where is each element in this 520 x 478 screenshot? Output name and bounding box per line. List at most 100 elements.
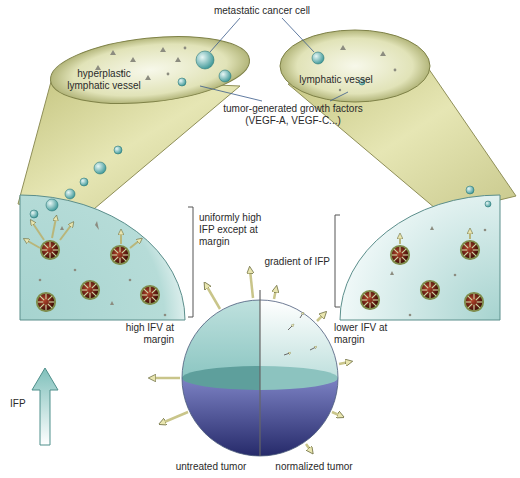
axis-label: IFP xyxy=(10,398,36,410)
growth-factor xyxy=(454,274,457,277)
tumor-sphere xyxy=(182,366,260,390)
flow-arrow xyxy=(152,270,349,451)
tumor-section-panel xyxy=(20,195,185,320)
leader-line xyxy=(282,18,314,52)
cancer-cell xyxy=(94,162,106,174)
flow-arrow xyxy=(274,289,276,299)
cancer-cell xyxy=(485,201,491,207)
flow-arrow xyxy=(310,347,316,350)
flow-arrow xyxy=(26,240,40,248)
blood-vessel xyxy=(421,281,439,299)
bracket-label: gradient of IFP xyxy=(262,256,330,268)
flow-arrow xyxy=(32,222,44,240)
leader-line xyxy=(210,18,240,52)
blood-vessel xyxy=(141,286,159,304)
flow-arrow xyxy=(339,362,349,364)
flow-arrow xyxy=(60,224,72,240)
growth-factor xyxy=(129,279,132,282)
growth-factor xyxy=(167,73,170,76)
bracket-label: uniformly high IFP except at margin xyxy=(199,212,279,248)
vessel-label: lymphatic vessel xyxy=(296,74,376,86)
cancer-cell xyxy=(46,199,58,211)
growth-factor xyxy=(409,314,412,317)
growth-factor xyxy=(60,226,64,230)
vessel-opening xyxy=(47,28,253,113)
growth-factor xyxy=(380,51,386,56)
tumor-sphere xyxy=(259,290,260,456)
margin-label: high IFV at margin xyxy=(116,322,174,346)
cancer-cell xyxy=(30,210,38,218)
growth-factor xyxy=(160,47,166,52)
cancer-cell xyxy=(178,78,186,86)
panel-caption: normalized tumor xyxy=(266,461,362,473)
leader-line xyxy=(330,92,348,101)
flow-arrow xyxy=(317,314,324,321)
callout-label: tumor-generated growth factors (VEGF-A, … xyxy=(218,103,368,127)
flow-arrow xyxy=(284,353,290,355)
cancer-cell xyxy=(30,51,491,218)
growth-factor xyxy=(110,301,114,305)
flow-arrow xyxy=(288,325,293,330)
growth-factor xyxy=(110,50,116,55)
leader-line xyxy=(200,18,348,101)
cancer-cell xyxy=(312,52,324,64)
flow-arrow xyxy=(399,236,401,244)
blood-vessel xyxy=(361,291,379,309)
growth-factor xyxy=(39,279,42,282)
vessel-opening xyxy=(47,28,430,113)
cancer-cell xyxy=(219,70,231,82)
flow-arrow xyxy=(130,240,140,248)
growth-factor xyxy=(394,69,397,72)
leader-line xyxy=(200,86,262,101)
cancer-cell xyxy=(196,51,214,69)
lymphatic-tube xyxy=(18,62,516,214)
growth-factor xyxy=(484,229,487,232)
growth-factor xyxy=(39,45,487,316)
vessel-opening xyxy=(280,30,430,102)
flow-arrow xyxy=(120,232,122,244)
blood-vessel xyxy=(37,293,55,311)
flow-arrow xyxy=(250,270,253,298)
flow-arrow xyxy=(284,313,316,355)
flow-arrow xyxy=(152,377,180,380)
ifp-arrow xyxy=(32,368,58,445)
flow-arrow xyxy=(52,218,56,238)
blood-vessel xyxy=(391,246,409,264)
growth-factor xyxy=(74,269,77,272)
blood-vessel xyxy=(111,246,129,264)
blood-vessel xyxy=(465,293,483,311)
growth-factor xyxy=(339,89,341,91)
flow-arrow xyxy=(469,231,471,239)
growth-factor xyxy=(184,47,187,50)
vessel-label: hyperplastic lymphatic vessel xyxy=(64,68,144,92)
callout-label: metastatic cancer cell xyxy=(200,5,324,17)
cancer-cell xyxy=(114,146,122,154)
bracket xyxy=(188,207,193,317)
blood-vessel xyxy=(41,241,59,259)
growth-factor xyxy=(390,271,394,275)
tumor-section-panel xyxy=(340,195,500,320)
cancer-cell xyxy=(65,189,75,199)
tumor-sphere xyxy=(182,290,338,456)
blood-vessel xyxy=(81,281,99,299)
flow-arrow xyxy=(162,412,188,423)
growth-factor xyxy=(130,57,136,62)
cancer-cell xyxy=(466,186,474,194)
cancer-cell xyxy=(80,178,88,186)
bracket xyxy=(335,215,340,307)
flow-arrow xyxy=(332,412,341,416)
growth-factor xyxy=(95,221,99,230)
flow-arrow xyxy=(206,285,220,309)
ifp-arrow xyxy=(32,368,58,445)
blood-vessel xyxy=(461,241,479,259)
margin-label: lower IFV at margin xyxy=(334,322,396,346)
flow-arrow xyxy=(300,313,303,318)
growth-factor xyxy=(175,57,181,62)
growth-factor xyxy=(340,45,346,50)
growth-factor xyxy=(430,226,434,230)
growth-factor xyxy=(145,75,151,80)
growth-factor xyxy=(164,314,167,317)
tumor-sphere xyxy=(260,366,338,390)
flow-arrow xyxy=(306,444,311,451)
panel-caption: untreated tumor xyxy=(166,461,256,473)
